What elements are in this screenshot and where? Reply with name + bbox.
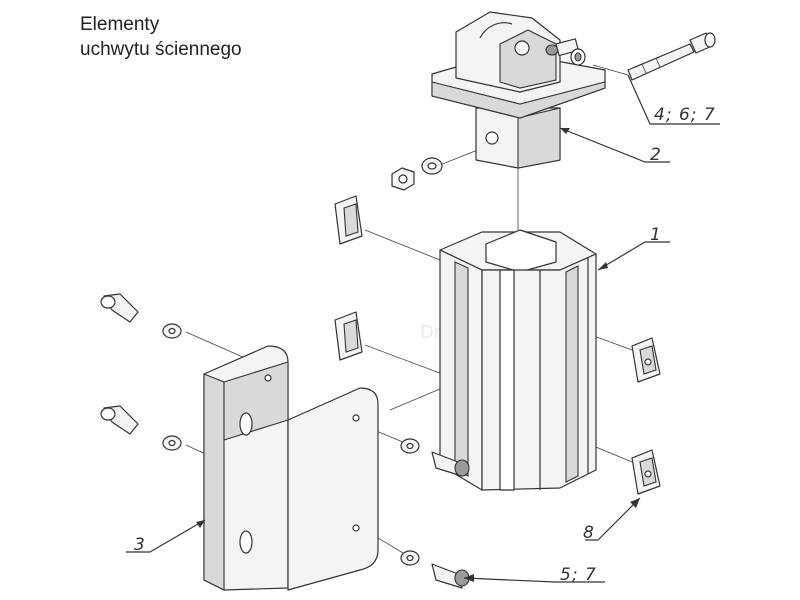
callout-label-1: 1 bbox=[650, 225, 662, 245]
bolt-left-top-icon bbox=[100, 293, 182, 339]
nut-washer-icon bbox=[391, 157, 443, 191]
bolt-left-bottom-icon bbox=[100, 405, 182, 451]
slider-left-mid-icon bbox=[334, 311, 363, 361]
bolt-mid-icon bbox=[400, 438, 470, 477]
slider-left-top-icon bbox=[334, 195, 363, 245]
callout-label-8: 8 bbox=[583, 523, 595, 543]
slider-right-bottom-icon bbox=[631, 449, 661, 495]
callout-3: 3 bbox=[126, 519, 206, 555]
aluminium-profile bbox=[439, 229, 597, 491]
callout-4-6-7: 4; 6; 7 bbox=[627, 74, 720, 125]
callout-8: 8 bbox=[583, 497, 641, 543]
callout-label-5-7: 5; 7 bbox=[560, 565, 597, 585]
diagram-title: Elementy uchwytu ściennego bbox=[80, 12, 242, 62]
callout-1: 1 bbox=[597, 225, 670, 271]
callout-label-2: 2 bbox=[650, 145, 662, 165]
callout-2: 2 bbox=[559, 127, 670, 165]
title-line-2: uchwytu ściennego bbox=[80, 39, 242, 60]
callout-5-7: 5; 7 bbox=[463, 565, 605, 585]
callout-label-3: 3 bbox=[134, 535, 146, 555]
callout-label-4-6-7: 4; 6; 7 bbox=[654, 105, 716, 125]
long-bolt-icon bbox=[627, 32, 716, 81]
slider-right-top-icon bbox=[631, 337, 661, 383]
title-line-1: Elementy bbox=[80, 14, 160, 35]
bolt-bottom-icon bbox=[400, 550, 470, 589]
mounting-head bbox=[431, 11, 606, 169]
wall-bracket bbox=[203, 345, 379, 591]
pin-icon bbox=[545, 38, 586, 66]
